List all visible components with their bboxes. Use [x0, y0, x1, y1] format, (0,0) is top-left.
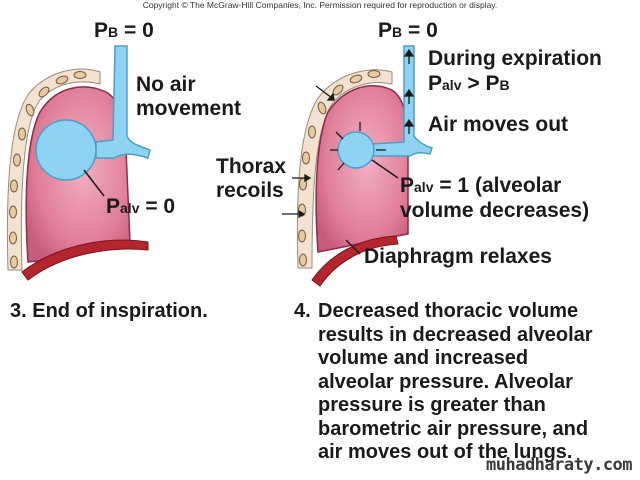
caption-3: 3. End of inspiration. — [10, 300, 208, 322]
caption-line: barometric air pressure, and — [318, 417, 589, 440]
caption-line: alveolar pressure. Alveolar — [318, 370, 573, 393]
left-palv-label: Palv = 0 — [106, 195, 176, 218]
right-pb-label: PB = 0 — [378, 19, 438, 42]
air-moves-out: Air moves out — [428, 113, 569, 136]
diaphragm-pointer — [345, 239, 361, 255]
left-diaphragm — [21, 239, 149, 281]
right-palv-label: Palv = 1 (alveolar — [400, 174, 562, 197]
caption-line: air moves out of the lungs. — [318, 441, 573, 463]
palv-note-line2: volume decreases) — [400, 199, 590, 222]
during-expiration: During expiration — [428, 47, 602, 70]
right-ribs — [298, 70, 381, 267]
left-ribs — [9, 71, 87, 269]
caption-4-number: 4. — [294, 300, 311, 322]
right-lung — [315, 85, 409, 253]
thorax-line2: recoils — [216, 179, 284, 202]
alveolus-compress-arrows — [330, 122, 361, 171]
right-thorax-wall — [296, 69, 393, 269]
right-palv-pointer — [371, 159, 399, 179]
no-air-line1: No air — [136, 73, 196, 96]
caption-line: volume and increased — [318, 347, 529, 369]
right-diaphragm — [311, 235, 399, 287]
thorax-line1: Thorax — [216, 155, 287, 178]
diaphragm-relaxes: Diaphragm relaxes — [364, 245, 552, 268]
no-air-line2: movement — [136, 97, 242, 120]
watermark: muhadharaty.com — [486, 455, 633, 475]
right-airway — [337, 45, 433, 169]
caption-line: pressure is greater than — [318, 394, 546, 416]
left-palv-pointer — [83, 169, 105, 197]
left-thorax-wall — [6, 68, 101, 271]
caption-line: results in decreased alveolar — [318, 323, 593, 346]
copyright-notice: Copyright © The McGraw-Hill Companies, I… — [142, 0, 498, 10]
air-out-arrows — [376, 48, 415, 151]
thorax-recoil-arrows — [282, 85, 335, 219]
left-pb-label: PB = 0 — [94, 19, 154, 42]
left-airway — [35, 45, 151, 181]
pressure-comparison: Palv > PB — [428, 72, 510, 95]
caption-4-text: Decreased thoracic volume results in dec… — [318, 300, 593, 465]
caption-line: Decreased thoracic volume — [318, 300, 579, 322]
